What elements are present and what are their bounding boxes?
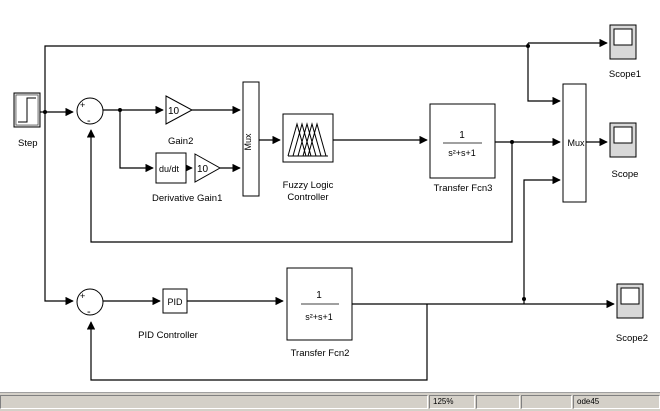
gain1-value: 10 xyxy=(197,164,209,175)
gain1-label: Gain1 xyxy=(197,193,222,204)
scope-label: Scope xyxy=(612,169,639,180)
scope1-block[interactable] xyxy=(609,24,637,60)
scope1-screen-icon xyxy=(613,28,633,46)
tf2-denominator: s²+s+1 xyxy=(305,312,333,322)
membership-functions-icon xyxy=(287,122,328,157)
scope2-label: Scope2 xyxy=(616,333,648,344)
junction-dots xyxy=(43,44,530,301)
mux1-block[interactable]: Mux xyxy=(242,81,260,197)
zoom-level: 125% xyxy=(429,395,475,409)
derivative-symbol: du/dt xyxy=(159,164,180,174)
status-bar: 125% ode45 xyxy=(0,392,660,411)
pid-controller-label: PID Controller xyxy=(138,330,198,341)
fuzzy-label-line2: Controller xyxy=(287,192,328,203)
signal-lines xyxy=(40,38,615,381)
status-message-cell xyxy=(0,395,428,409)
fuzzy-logic-controller-block[interactable] xyxy=(282,113,334,163)
pid-controller-block[interactable]: PID xyxy=(162,288,188,314)
pid-symbol: PID xyxy=(167,297,183,307)
sum2-plus: + xyxy=(80,291,85,301)
simulink-diagram: Step + - 10 Gain2 du/dt Derivative 10 Ga… xyxy=(13,24,648,381)
derivative-block[interactable]: du/dt xyxy=(155,152,187,184)
scope2-screen-icon xyxy=(620,287,640,305)
sum1-minus: - xyxy=(87,115,91,127)
scope-screen-icon xyxy=(613,126,633,144)
scope2-block[interactable] xyxy=(616,283,644,319)
gain2-block[interactable]: 10 xyxy=(165,95,194,125)
solver-name: ode45 xyxy=(573,395,660,409)
sum2-minus: - xyxy=(87,306,91,318)
status-cell-2 xyxy=(476,395,520,409)
fuzzy-label-line1: Fuzzy Logic xyxy=(283,180,334,191)
gain2-value: 10 xyxy=(168,106,180,117)
transfer-fcn2-block[interactable]: 1 s²+s+1 xyxy=(286,267,353,341)
sum2-block[interactable]: + - xyxy=(76,288,104,318)
sum1-plus: + xyxy=(80,100,85,110)
transfer-fcn2-label: Transfer Fcn2 xyxy=(291,348,350,359)
step-icon xyxy=(18,97,36,123)
status-cell-3 xyxy=(521,395,572,409)
tf3-denominator: s²+s+1 xyxy=(448,148,476,158)
gain2-label: Gain2 xyxy=(168,136,193,147)
step-block[interactable] xyxy=(13,92,41,128)
transfer-fcn3-block[interactable]: 1 s²+s+1 xyxy=(429,103,496,179)
sum1-block[interactable]: + - xyxy=(76,97,104,127)
derivative-label: Derivative xyxy=(152,193,194,204)
tf3-numerator: 1 xyxy=(459,130,465,141)
transfer-fcn3-label: Transfer Fcn3 xyxy=(434,183,493,194)
mux1-label: Mux xyxy=(243,133,253,151)
tf2-numerator: 1 xyxy=(316,290,322,301)
mux2-block[interactable]: Mux xyxy=(562,83,587,203)
step-label: Step xyxy=(18,138,38,149)
mux2-label: Mux xyxy=(567,138,585,148)
scope-block[interactable] xyxy=(609,122,637,158)
scope1-label: Scope1 xyxy=(609,69,641,80)
gain1-block[interactable]: 10 xyxy=(194,153,222,183)
